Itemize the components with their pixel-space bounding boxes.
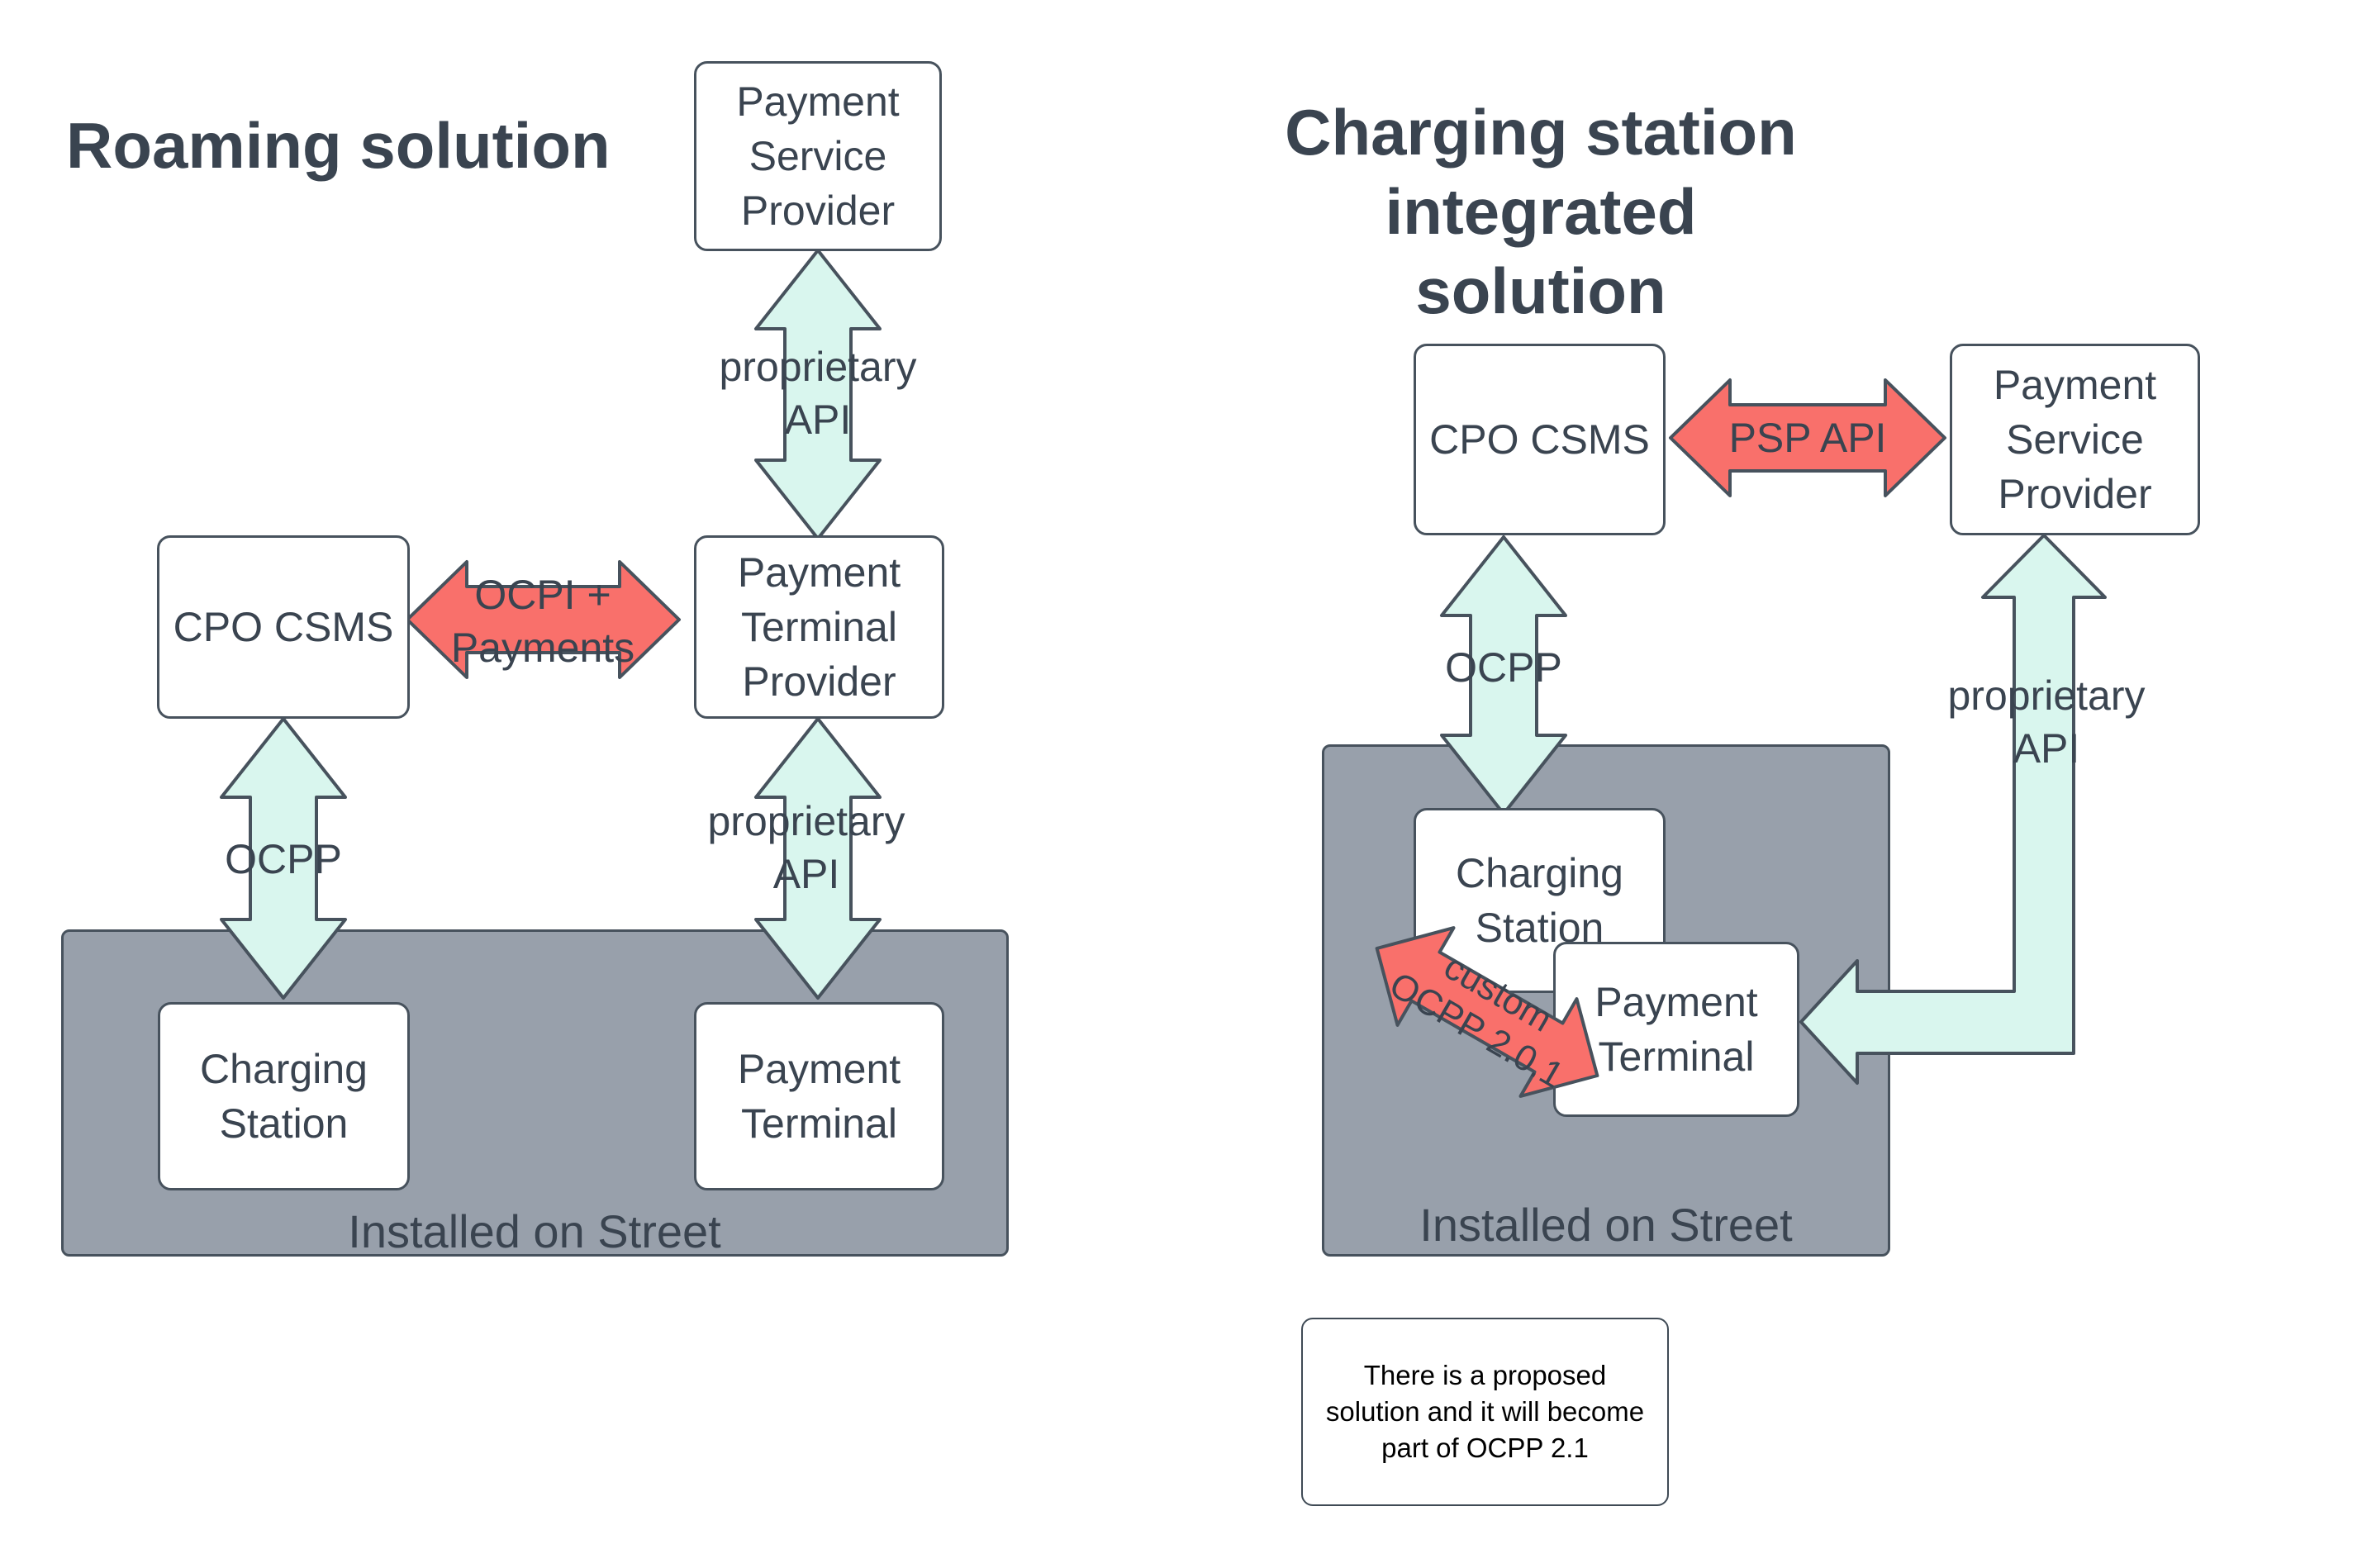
note-line-1: There is a proposed	[1363, 1360, 1607, 1390]
note-line-3: part of OCPP 2.1	[1381, 1433, 1589, 1463]
right-diagram-title: Charging station integrated solution	[1210, 93, 1871, 330]
right-diagram-title-line-2: integrated	[1385, 175, 1697, 248]
note-line-2: solution and it will become	[1325, 1396, 1645, 1427]
right-proprietary-api-elbow-arrow	[1799, 534, 2107, 1085]
right-ocpp-label: OCPP	[1445, 644, 1562, 691]
right-psp-api-arrow	[1669, 378, 1946, 497]
proposed-solution-note: There is a proposed solution and it will…	[1301, 1318, 1669, 1506]
left-proprietary-api-bottom-label: proprietary API	[707, 798, 905, 897]
left-ocpp-arrow	[220, 717, 347, 1000]
right-diagram-title-line-1: Charging station	[1285, 96, 1797, 169]
left-payment-terminal-box: Payment Terminal	[694, 1002, 944, 1190]
left-payment-service-provider-box: Payment Service Provider	[694, 61, 942, 251]
left-payment-terminal-provider-box: Payment Terminal Provider	[694, 535, 944, 719]
right-diagram-title-line-3: solution	[1415, 254, 1666, 327]
left-cpo-csms-box: CPO CSMS	[157, 535, 410, 719]
right-custom-ocpp-arrow: custom OCPP 2.0.1	[1342, 892, 1632, 1132]
left-ocpp-label: OCPP	[225, 836, 342, 882]
right-payment-terminal-box: Payment Terminal	[1553, 942, 1799, 1117]
custom-ocpp-arrow-shape	[1375, 926, 1599, 1098]
right-psp-api-label: PSP API	[1728, 415, 1887, 461]
left-diagram-title: Roaming solution	[66, 109, 611, 182]
custom-ocpp-arrow-path	[1375, 926, 1599, 1098]
left-ocpi-payments-arrow	[406, 560, 681, 679]
right-payment-service-provider-box: Payment Service Provider	[1950, 344, 2200, 535]
left-proprietary-api-top-label: proprietary API	[719, 344, 917, 443]
left-charging-station-box: Charging Station	[158, 1002, 410, 1190]
right-proprietary-api-label: proprietary API	[1947, 672, 2146, 772]
right-installed-on-street-label: Installed on Street	[1419, 1199, 1793, 1251]
left-proprietary-api-arrow-bottom	[754, 717, 882, 1000]
right-cpo-csms-box: CPO CSMS	[1414, 344, 1666, 535]
left-ocpi-payments-label: OCPI + Payments	[450, 572, 635, 671]
left-installed-on-street-label: Installed on Street	[348, 1205, 721, 1257]
